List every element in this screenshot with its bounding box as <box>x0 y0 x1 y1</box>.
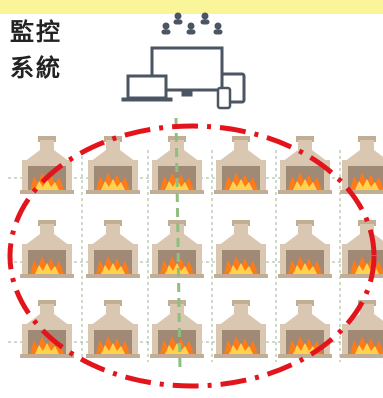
fireplace-kiln-icon <box>340 220 383 278</box>
label-line-1: 監控 <box>10 18 62 46</box>
fireplace-kiln-icon <box>214 136 268 194</box>
highlight-band <box>0 0 383 14</box>
laptop-monitor-tablet-phone-with-users-icon <box>121 12 246 110</box>
fireplace-kiln-icon <box>20 220 74 278</box>
monitoring-system-label: 監控 系統 <box>10 14 76 86</box>
fireplace-kiln-icon <box>340 136 383 194</box>
fireplace-kiln-icon <box>86 300 140 358</box>
fireplace-kiln-icon <box>340 300 383 358</box>
fireplace-kiln-icon <box>150 300 204 358</box>
fireplace-kiln-icon <box>86 220 140 278</box>
fireplace-kiln-icon <box>278 300 332 358</box>
monitoring-link-line <box>174 117 182 371</box>
fireplace-kiln-icon <box>214 300 268 358</box>
label-line-2: 系統 <box>10 54 62 82</box>
fireplace-kiln-icon <box>214 220 268 278</box>
monitoring-scope-ellipse <box>7 123 377 389</box>
fireplace-kiln-icon <box>20 136 74 194</box>
fireplace-kiln-icon <box>278 220 332 278</box>
